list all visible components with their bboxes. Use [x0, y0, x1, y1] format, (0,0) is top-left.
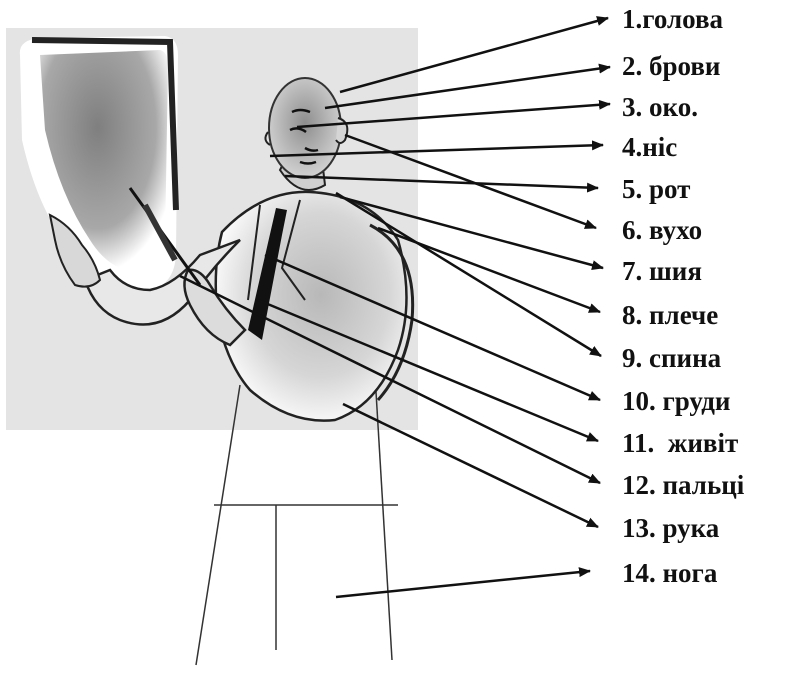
label-back: 9. спина — [622, 343, 721, 373]
label-brows: 2. брови — [622, 51, 720, 81]
label-shoulder: 8. плече — [622, 300, 718, 330]
label-arm: 13. рука — [622, 513, 719, 543]
label-belly: 11. живіт — [622, 428, 738, 458]
label-mouth: 5. рот — [622, 174, 690, 204]
label-ear: 6. вухо — [622, 215, 702, 245]
label-nose: 4.ніс — [622, 132, 677, 162]
label-chest: 10. груди — [622, 386, 730, 416]
label-neck: 7. шия — [622, 256, 702, 286]
label-head: 1.голова — [622, 4, 723, 34]
ear — [336, 118, 347, 143]
label-fingers: 12. пальці — [622, 470, 744, 500]
label-leg: 14. нога — [622, 558, 717, 588]
label-eye: 3. око. — [622, 92, 698, 122]
